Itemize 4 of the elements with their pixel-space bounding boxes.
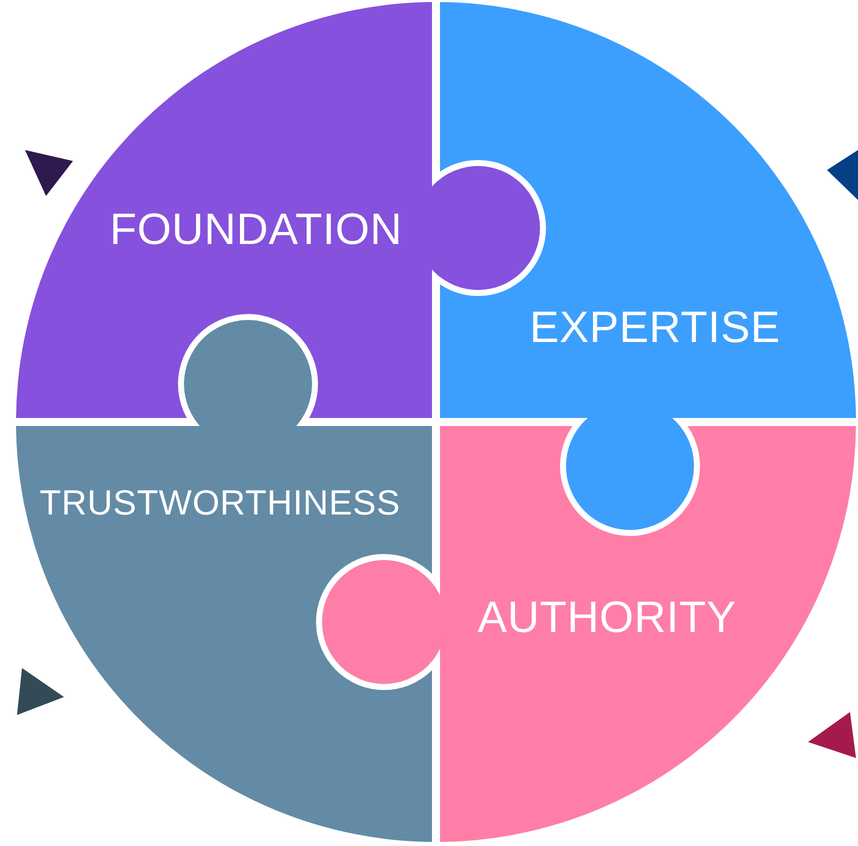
piece-label: TRUSTWORTHINESS: [40, 486, 400, 520]
piece-label: EXPERTISE: [530, 306, 780, 350]
piece-label: AUTHORITY: [478, 596, 736, 640]
piece-label: FOUNDATION: [110, 208, 402, 252]
